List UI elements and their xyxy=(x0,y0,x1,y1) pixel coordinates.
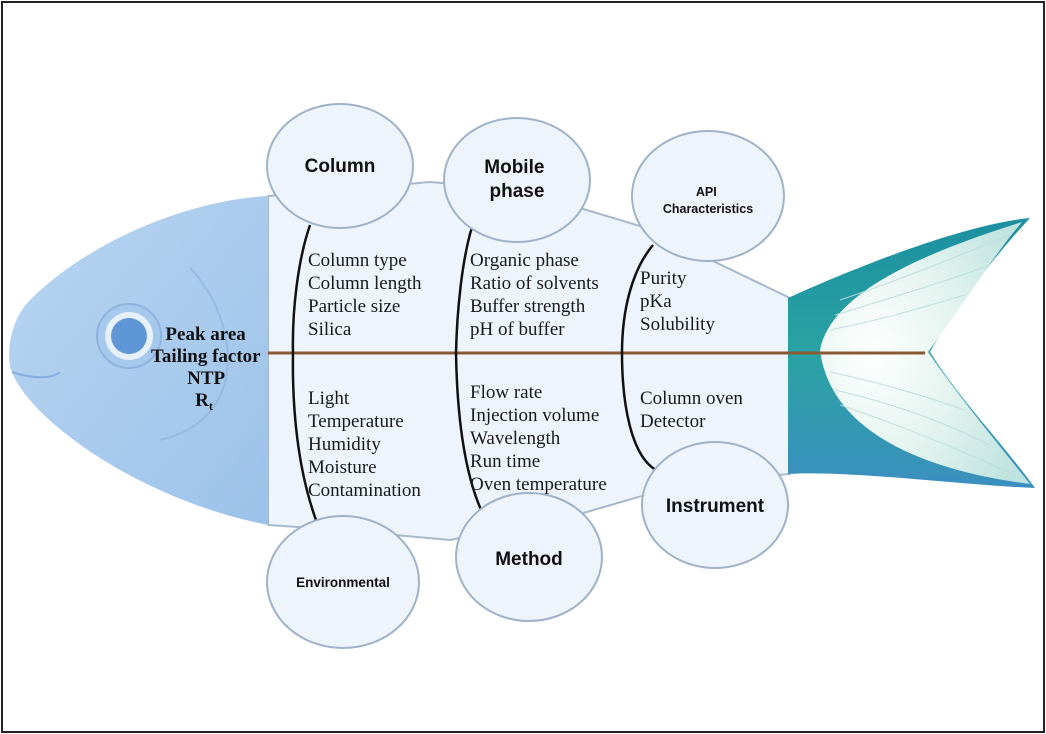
fish-eye xyxy=(96,303,162,369)
category-label-column: Column xyxy=(305,156,376,177)
fish-gill xyxy=(159,267,229,441)
category-instrument: Instrument xyxy=(641,441,789,569)
category-label-method: Method xyxy=(495,549,563,570)
causes-mobile-phase: Organic phase Ratio of solvents Buffer s… xyxy=(470,250,604,340)
effect-label: Peak area Tailing factor NTP Rt xyxy=(151,324,265,413)
category-column: Column xyxy=(266,103,414,229)
causes-environmental: Light Temperature Humidity Moisture Cont… xyxy=(308,388,421,501)
bone-mobile-phase xyxy=(454,226,474,354)
category-label-api: API Characteristics xyxy=(663,185,753,216)
causes-method: Flow rate Injection volume Wavelength Ru… xyxy=(470,382,607,495)
category-label-mobile-phase: Mobile phase xyxy=(484,157,549,202)
causes-instrument: Column oven Detector xyxy=(640,388,748,432)
category-label-environmental: Environmental xyxy=(296,575,390,590)
category-api: API Characteristics xyxy=(631,130,785,262)
causes-column: Column type Column length Particle size … xyxy=(308,250,426,340)
fish-mouth xyxy=(11,371,61,379)
bone-column xyxy=(291,224,312,354)
bone-api xyxy=(620,244,654,354)
category-method: Method xyxy=(455,492,603,622)
category-mobile-phase: Mobile phase xyxy=(443,117,591,243)
bone-environmental xyxy=(291,352,318,521)
bone-instrument xyxy=(620,352,661,474)
causes-api: Purity pKa Solubility xyxy=(640,268,715,335)
category-label-instrument: Instrument xyxy=(666,496,765,517)
category-environmental: Environmental xyxy=(266,515,420,649)
bone-method xyxy=(454,352,484,513)
